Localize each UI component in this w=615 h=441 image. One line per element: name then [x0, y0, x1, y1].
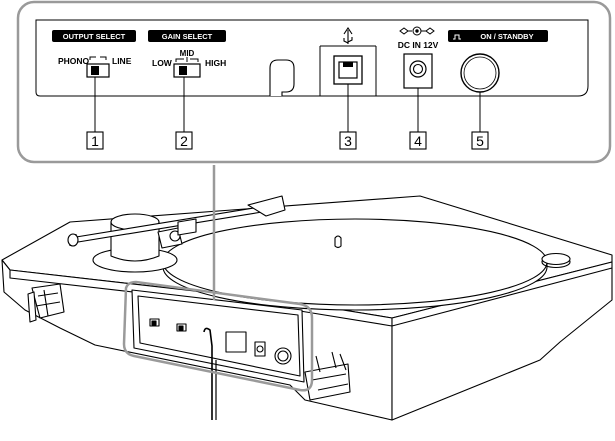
gain-select-title-pill: [148, 30, 226, 42]
output-select-phono-label: PHONO: [58, 56, 90, 66]
power-title-pill: [448, 30, 548, 42]
right-clip: [304, 363, 351, 401]
usb-port[interactable]: [333, 55, 363, 85]
panel-face: [35, 19, 589, 97]
dc-polarity-icon: [399, 26, 435, 36]
dc-in-label: DC IN 12V: [398, 40, 439, 50]
cable-notch: [269, 59, 295, 96]
svg-text:2: 2: [180, 133, 188, 149]
turntable-illustration: [1, 195, 613, 421]
svg-text:5: 5: [476, 133, 484, 149]
power-button[interactable]: [460, 53, 500, 93]
spindle: [334, 235, 342, 249]
gain-select-title: GAIN SELECT: [162, 32, 213, 41]
panel-frame: [16, 0, 612, 164]
turntable-side-face: [391, 261, 613, 421]
left-clip: [31, 283, 65, 319]
panel-highlight-outline: [122, 280, 314, 392]
gain-select-group: GAIN SELECT MID LOW HIGH: [148, 30, 226, 78]
svg-text:1: 1: [91, 133, 99, 149]
dc-in-group: DC IN 12V: [398, 26, 439, 89]
callout-1: 1: [86, 131, 104, 150]
cable: [203, 327, 213, 420]
svg-text:3: 3: [344, 133, 352, 149]
gain-select-mid-label: MID: [180, 49, 195, 58]
callout-2: 2: [175, 131, 193, 150]
usb-icon: [343, 27, 353, 44]
gain-select-low-label: LOW: [152, 58, 173, 68]
usb-group: [319, 27, 377, 96]
output-select-switch-knob: [91, 66, 99, 75]
on-symbol-icon: [453, 34, 461, 40]
output-select-group: OUTPUT SELECT PHONO LINE: [52, 30, 136, 78]
headshell: [247, 195, 286, 217]
output-select-title: OUTPUT SELECT: [63, 32, 126, 41]
gain-select-switch-knob: [179, 66, 187, 75]
output-select-line-label: LINE: [112, 56, 132, 66]
output-select-title-pill: [52, 30, 136, 42]
svg-text:4: 4: [414, 133, 422, 149]
power-title: ON / STANDBY: [480, 32, 533, 41]
rear-panel-inset: [131, 289, 305, 383]
power-group: ON / STANDBY: [448, 30, 548, 93]
callout-3: 3: [339, 131, 357, 150]
gain-select-high-label: HIGH: [205, 58, 226, 68]
callout-4: 4: [409, 131, 427, 150]
callout-5: 5: [471, 131, 489, 150]
